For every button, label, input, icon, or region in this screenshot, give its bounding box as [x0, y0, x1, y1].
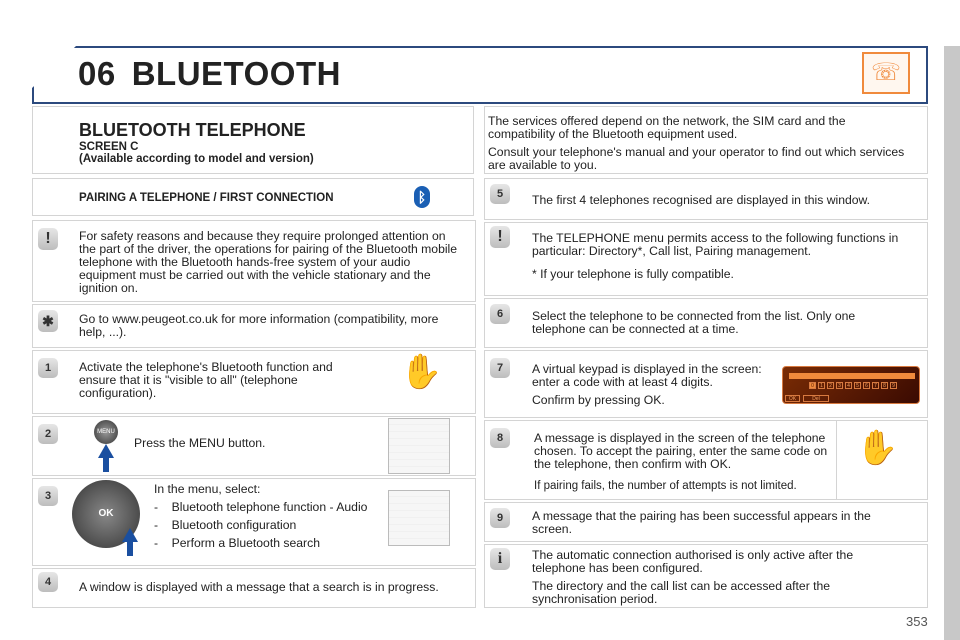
compatibility-note: * If your telephone is fully compatible. [532, 267, 734, 281]
step-9-box [484, 502, 928, 542]
menu-button-illustration: MENU [94, 420, 118, 444]
step-6-badge: 6 [490, 304, 510, 324]
chapter-title: BLUETOOTH [131, 55, 341, 92]
step-5-text: The first 4 telephones recognised are di… [532, 193, 871, 207]
arrow-icon [122, 528, 138, 542]
menu-option: - Bluetooth configuration [154, 518, 297, 532]
services-box [484, 106, 928, 174]
step-2-badge: 2 [38, 424, 58, 444]
arrow-stem [103, 458, 109, 472]
step-8-badge: 8 [490, 428, 510, 448]
menu-option: - Bluetooth telephone function - Audio [154, 500, 368, 514]
step-8-text: A message is displayed in the screen of … [534, 431, 828, 471]
info-text-1: The automatic connection authorised is o… [532, 548, 854, 575]
key-7: 7 [872, 382, 879, 389]
illustration-cell [836, 420, 928, 500]
step-1-badge: 1 [38, 358, 58, 378]
arrow-stem [127, 542, 133, 556]
availability-note: (Available according to model and versio… [79, 153, 314, 165]
step-7-confirm: Confirm by pressing OK. [532, 393, 665, 407]
keypad-del: Del [803, 395, 829, 402]
website-box [32, 304, 476, 348]
key-4: 4 [845, 382, 852, 389]
telephone-menu-text: The TELEPHONE menu permits access to the… [532, 231, 899, 258]
key-0: 0 [809, 382, 816, 389]
virtual-keypad-screen: 0 1 2 3 4 5 6 7 8 9 OK Del [782, 366, 920, 404]
keypad-ok: OK [785, 395, 800, 402]
step-4-box [32, 568, 476, 608]
step-4-badge: 4 [38, 572, 58, 592]
step-9-badge: 9 [490, 508, 510, 528]
code-entry-bar [789, 373, 915, 379]
warning-icon: ! [38, 228, 58, 250]
info-box [484, 544, 928, 608]
page-title: 06 BLUETOOTH [78, 55, 357, 93]
key-1: 1 [818, 382, 825, 389]
key-3: 3 [836, 382, 843, 389]
menu-option: - Perform a Bluetooth search [154, 536, 320, 550]
step-6-text: Select the telephone to be connected fro… [532, 309, 856, 336]
warning-icon: ! [490, 226, 510, 248]
page-edge-tab [944, 46, 960, 640]
step-3-badge: 3 [38, 486, 58, 506]
key-6: 6 [863, 382, 870, 389]
step-9-text: A message that the pairing has been succ… [532, 509, 871, 536]
bluetooth-phone-icon: ☏ [862, 52, 910, 94]
screen-box [32, 106, 474, 174]
safety-text: For safety reasons and because they requ… [79, 229, 458, 295]
page-number: 353 [906, 614, 928, 629]
hand-phone-illustration: ✋ [856, 429, 899, 467]
tip-icon: ✱ [38, 310, 58, 332]
step-2-text: Press the MENU button. [134, 436, 266, 450]
step-4-text: A window is displayed with a message tha… [79, 580, 439, 594]
step-1-text: Activate the telephone's Bluetooth funct… [79, 360, 333, 400]
website-text: Go to www.peugeot.co.uk for more informa… [79, 312, 439, 339]
info-text-2: The directory and the call list can be a… [532, 579, 831, 606]
pairing-header-box [32, 178, 474, 216]
step-8-note: If pairing fails, the number of attempts… [534, 480, 797, 492]
keypad-keys: 0 1 2 3 4 5 6 7 8 9 [809, 382, 897, 389]
screen-heading: BLUETOOTH TELEPHONE SCREEN C (Available … [79, 120, 314, 165]
hand-phone-illustration: ✋ [400, 353, 443, 391]
key-5: 5 [854, 382, 861, 389]
section-title: BLUETOOTH TELEPHONE [79, 120, 306, 140]
chapter-number: 06 [78, 55, 116, 92]
step-6-box [484, 298, 928, 348]
services-text: The services offered depend on the netwo… [488, 114, 846, 141]
step-5-box [484, 178, 928, 220]
pairing-title: PAIRING A TELEPHONE / FIRST CONNECTION [79, 192, 334, 204]
step-3-intro: In the menu, select: [154, 482, 261, 496]
screen-label: SCREEN C [79, 141, 139, 153]
key-9: 9 [890, 382, 897, 389]
key-8: 8 [881, 382, 888, 389]
consult-text: Consult your telephone's manual and your… [488, 145, 905, 172]
key-2: 2 [827, 382, 834, 389]
chapter-header [32, 46, 928, 104]
step-1-box [32, 350, 476, 414]
radio-illustration [388, 490, 450, 546]
step-3-content: In the menu, select: - Bluetooth telepho… [154, 483, 379, 550]
radio-illustration [388, 418, 450, 474]
step-5-badge: 5 [490, 184, 510, 204]
step-7-text: A virtual keypad is displayed in the scr… [532, 362, 762, 389]
bluetooth-icon: ᛒ [414, 186, 430, 208]
info-icon: i [490, 548, 510, 570]
safety-box [32, 220, 476, 302]
arrow-icon [98, 444, 114, 458]
step-7-badge: 7 [490, 358, 510, 378]
telephone-menu-box [484, 222, 928, 296]
